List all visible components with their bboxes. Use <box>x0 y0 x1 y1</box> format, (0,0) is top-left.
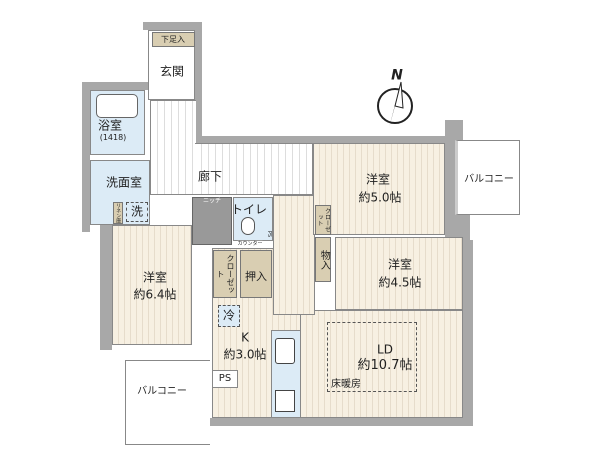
kitchen-size: 約3.0帖 <box>223 347 267 362</box>
closet-b <box>315 205 331 235</box>
balcony-left <box>125 360 210 445</box>
floor-heating-label: 床暖房 <box>331 378 361 390</box>
western-room-2-size: 約5.0帖 <box>358 190 402 205</box>
wall <box>82 82 148 90</box>
niche <box>192 197 232 245</box>
compass-north-label: N <box>391 67 403 84</box>
wall <box>445 215 470 240</box>
western-room-3 <box>335 237 463 310</box>
fridge-label: 冷 <box>222 308 236 323</box>
oshiire-label: 押入 <box>245 270 267 284</box>
ps-box <box>212 370 238 388</box>
closet-a <box>213 250 237 298</box>
balcony-right-label: バルコニー <box>464 173 514 185</box>
hall-corridor <box>273 195 315 315</box>
stove-icon <box>275 390 295 412</box>
western-room-1-label: 洋室 <box>142 270 168 285</box>
ld-label: LD <box>377 342 393 357</box>
oshiire <box>240 250 272 298</box>
wall <box>195 22 202 144</box>
ld-size: 約10.7帖 <box>357 357 413 373</box>
linen-storage <box>113 202 123 224</box>
bathtub-icon <box>96 94 138 118</box>
wall <box>82 82 90 232</box>
western-room-3-size: 約4.5帖 <box>378 275 422 290</box>
hallway <box>150 100 196 195</box>
niche-label: ニッチ <box>202 197 222 205</box>
closet-a-label: クローゼット <box>216 254 235 294</box>
bathroom-size: (1418) <box>99 133 127 142</box>
western-room-1-size: 約6.4帖 <box>133 287 177 302</box>
washer-space <box>126 202 148 222</box>
shoe-cabinet <box>152 32 195 47</box>
wall <box>463 240 473 425</box>
wall <box>100 225 112 350</box>
compass-icon <box>377 81 413 128</box>
shoe-cabinet-label: 下足入 <box>161 35 185 44</box>
storage-label: 物入 <box>318 250 330 270</box>
balcony-right <box>455 140 520 215</box>
balcony-left-label: バルコニー <box>137 385 187 397</box>
ps-small-label: PS <box>266 230 273 238</box>
fridge-space <box>218 305 240 327</box>
bathroom-label: 浴室 <box>97 118 123 133</box>
closet-b-label: クローゼット <box>316 208 331 232</box>
western-room-2 <box>313 143 445 235</box>
western-room-3-label: 洋室 <box>387 257 413 272</box>
ps-label: PS <box>218 372 232 384</box>
toilet-label: トイレ <box>230 202 268 217</box>
washroom-label: 洗面室 <box>105 175 143 190</box>
counter-label: カウンター <box>237 240 263 248</box>
entrance-label: 玄関 <box>159 64 185 79</box>
wall <box>143 22 201 30</box>
storage <box>315 237 331 282</box>
washer-label: 洗 <box>130 204 144 219</box>
western-room-2-label: 洋室 <box>365 172 391 187</box>
kitchen-label: K <box>241 330 249 345</box>
hallway-label: 廊下 <box>197 169 223 184</box>
floor-heating-area <box>327 322 417 392</box>
sink-icon <box>275 338 295 364</box>
western-room-1 <box>112 225 192 345</box>
toilet-icon <box>241 217 255 235</box>
wall <box>195 136 445 143</box>
linen-label: リネン庫 <box>115 203 122 223</box>
wall <box>210 418 473 426</box>
hallway <box>195 143 313 195</box>
